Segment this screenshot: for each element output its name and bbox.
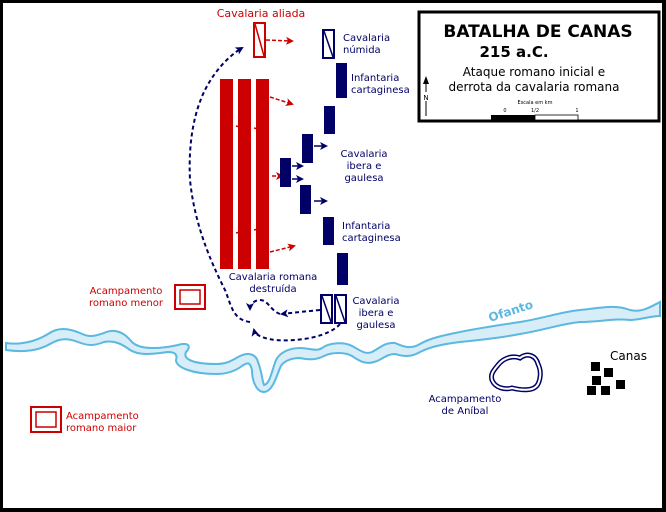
roman-infantry-column-2 [238,79,251,269]
label-acampamento-maior-1: Acampamento [66,411,139,422]
label-infantaria-top-1: Infantaria [351,73,399,84]
label-cavalaria-romana-2: destruída [249,283,296,295]
roman-infantry [220,79,269,269]
roman-infantry-column-1 [220,79,233,269]
cavalry-maneuver-paths [188,46,341,342]
map-date: 215 a.C. [479,43,548,61]
label-cavalaria-numida-2: númida [343,44,381,56]
label-cavalaria-aliada: Cavalaria aliada [217,7,306,20]
label-infantaria-top-2: cartaginesa [351,85,410,96]
roman-infantry-column-3 [256,79,269,269]
label-cavalaria-numida-1: Cavalaria [343,33,390,44]
label-acampamento-menor-2: romano menor [89,298,164,309]
infantry-block-4 [300,185,311,214]
roman-camp-labels: Acampamento romano menor Acampamento rom… [66,286,164,434]
scale-tick-0: 0 [503,108,506,114]
roman-advance-arrows [235,36,296,253]
infantry-block-6 [337,253,348,285]
legend-box: BATALHA DE CANAS 215 a.C. Ataque romano … [417,10,661,123]
scale-tick-1: 1 [575,108,578,114]
label-infantaria-bottom-2: cartaginesa [342,233,401,244]
label-acampamento-anibal-1: Acampamento [429,394,502,405]
infantry-block-1 [336,63,347,98]
canas-town [587,362,625,395]
roman-camp-minor [174,284,206,310]
scale-title: Escala em km [518,100,553,106]
map-subtitle-2: derrota da cavalaria romana [449,80,620,94]
label-ibera-flanco-1: Cavalaria [352,296,399,307]
label-ibera-flanco-2: ibera e [359,308,394,319]
north-arrow-icon [423,76,430,116]
carthaginian-units [280,29,348,324]
infantry-block-5 [323,217,334,245]
label-acampamento-anibal-2: de Aníbal [442,405,489,417]
label-acampamento-maior-2: romano maior [66,423,137,434]
label-canas: Canas [610,349,647,363]
hannibal-camp [489,352,543,393]
label-ibera-centro-3: gaulesa [344,173,383,184]
map-title: BATALHA DE CANAS [443,22,632,42]
carthaginian-labels: Cavalaria númida Infantaria cartaginesa … [229,33,502,417]
allied-cavalry-unit [253,22,266,58]
label-ibera-centro-2: ibera e [347,161,382,172]
label-cavalaria-romana-1: Cavalaria romana [229,272,318,283]
infantry-block-2 [324,106,335,134]
label-infantaria-bottom-1: Infantaria [342,221,390,232]
infantry-block-center [280,158,291,187]
roman-camp-major [30,406,62,433]
label-ibera-centro-1: Cavalaria [340,149,387,160]
scale-bar: Escala em km 0 1/2 1 [491,100,579,121]
label-acampamento-menor-1: Acampamento [90,286,163,297]
scale-tick-half: 1/2 [531,108,539,114]
carthaginian-arrows [292,142,328,205]
label-ibera-flanco-3: gaulesa [356,320,395,331]
north-label: N [423,94,428,102]
infantry-block-3 [302,134,313,163]
map-subtitle-1: Ataque romano inicial e [463,65,605,79]
